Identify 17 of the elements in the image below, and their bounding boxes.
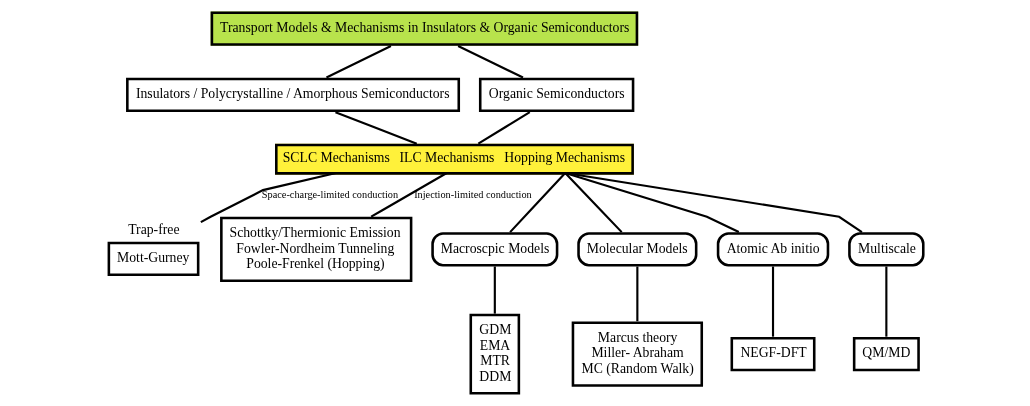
connector [326, 45, 392, 79]
connector [493, 266, 496, 314]
connector [885, 266, 888, 337]
connector [565, 171, 863, 233]
connector [636, 266, 639, 322]
node-label: Trap-free [128, 221, 180, 237]
connector [564, 172, 623, 233]
connector [564, 171, 740, 234]
connector [509, 172, 566, 233]
connector [370, 172, 448, 218]
connector [200, 171, 337, 224]
edge-label: Injection-limited conduction [414, 189, 532, 201]
connector [457, 45, 524, 79]
connector [771, 266, 775, 337]
connector [477, 111, 531, 145]
connector [335, 111, 418, 145]
edge-label: Space-charge-limited conduction [261, 189, 399, 201]
